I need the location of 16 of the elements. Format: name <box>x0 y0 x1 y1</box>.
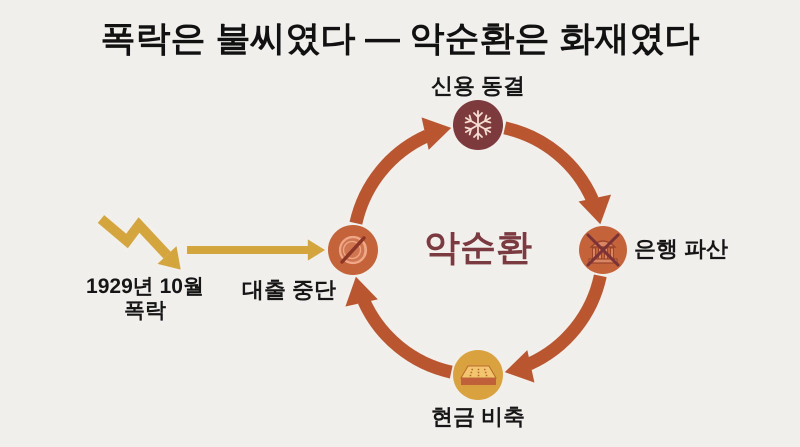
center-label: 악순환 <box>424 226 532 268</box>
curved-arrow <box>347 275 453 378</box>
title: 폭락은 불씨였다 — 악순환은 화재였다 <box>100 19 700 60</box>
step-label: 신용 동결 <box>430 73 526 98</box>
mattress-icon <box>453 350 503 400</box>
snowflake-icon <box>453 100 503 150</box>
step-label: 대출 중단 <box>242 277 336 302</box>
crossed-bank-icon <box>579 226 627 274</box>
arrow <box>187 239 325 261</box>
curved-arrow <box>503 122 610 226</box>
crossed-coin-icon <box>328 225 378 275</box>
step-label: 현금 비축 <box>430 404 526 430</box>
curved-arrow <box>350 119 453 225</box>
step-label: 은행 파산 <box>634 236 728 262</box>
step-label: 1929년 10월 폭락 <box>85 275 205 324</box>
curved-arrow <box>503 274 607 381</box>
